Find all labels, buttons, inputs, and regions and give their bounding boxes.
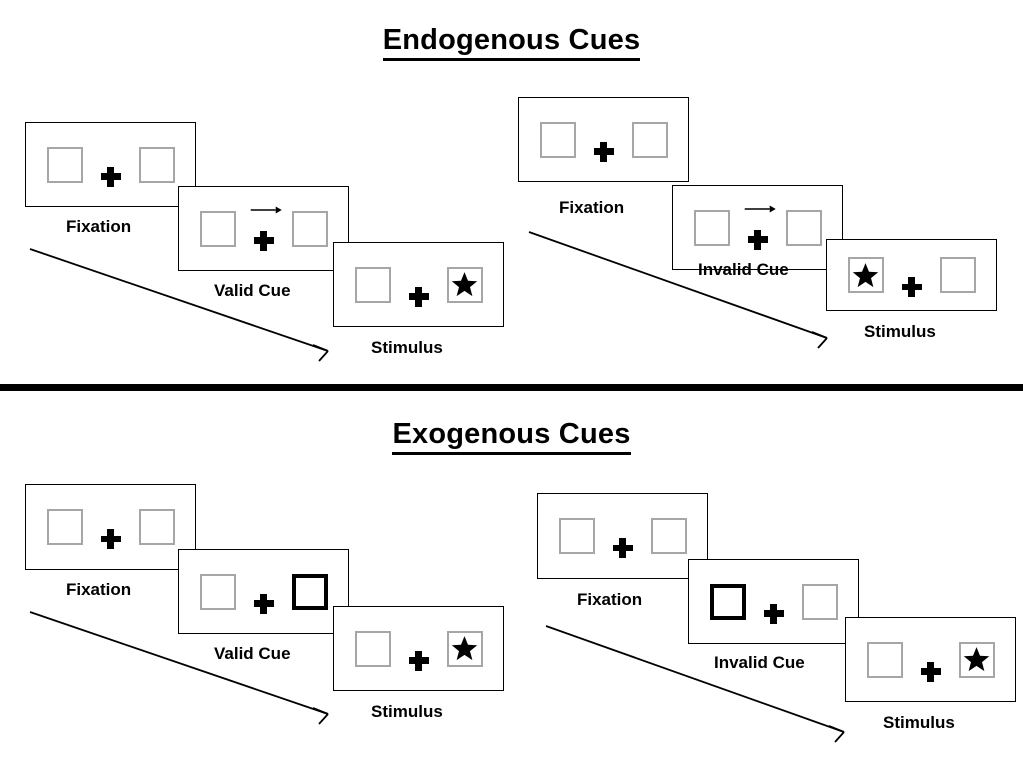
placeholder-square-left [354,266,391,303]
plus-cross-icon [100,166,121,187]
panel-exo-valid-cue[interactable] [178,549,349,634]
black-star-icon [451,636,478,661]
exogenous-title-text: Exogenous Cues [392,418,631,455]
placeholder-square-left [354,630,391,667]
plus-cross-icon [612,538,633,558]
plus-cross-icon [901,277,922,297]
placeholder-square-right [138,509,175,545]
caption-exo-valid-stimulus: Stimulus [371,702,443,721]
exogenous-section-title: Exogenous Cues [0,418,1023,455]
fixation-center [100,143,121,187]
time-arrow-endogenous-invalid [528,231,828,349]
caption-exo-valid-cue: Valid Cue [214,644,291,663]
panel-endo-invalid-cue[interactable] [672,185,843,270]
placeholder-square-left [558,518,595,554]
black-star-icon [963,647,990,672]
placeholder-square-left [46,146,83,183]
target-square-right [958,641,995,678]
caption-endo-valid-cue: Valid Cue [214,281,291,300]
placeholder-square-right [138,146,175,183]
cue-center [250,206,282,251]
fixation-center [253,570,274,614]
right-arrow-icon [744,205,776,212]
time-arrow-exogenous-invalid [545,625,845,743]
placeholder-square-right [801,583,838,620]
placeholder-square-left [199,210,236,247]
section-divider [0,384,1023,391]
fixation-center [408,263,429,307]
panel-exo-invalid-cue[interactable] [688,559,859,644]
plus-cross-icon [763,603,784,624]
panel-exo-valid-fixation[interactable] [25,484,196,570]
placeholder-square-right [650,518,687,554]
caption-endo-valid-stimulus: Stimulus [371,338,443,357]
fixation-center [408,627,429,671]
endogenous-section-title: Endogenous Cues [0,24,1023,61]
black-star-icon [451,272,478,297]
placeholder-square-right [291,210,328,247]
caption-endo-invalid-fixation: Fixation [559,198,625,217]
placeholder-square-left [199,573,236,610]
caption-exo-invalid-stimulus: Stimulus [883,713,955,732]
fixation-center [100,505,121,549]
fixation-center [920,638,941,682]
placeholder-square-right [631,121,668,158]
target-square-right [446,630,483,667]
black-star-icon [852,262,879,287]
panel-exo-valid-stimulus[interactable] [333,606,504,691]
target-square-right [446,266,483,303]
panel-endo-valid-stimulus[interactable] [333,242,504,327]
highlighted-square-right [291,573,328,610]
caption-endo-invalid-cue: Invalid Cue [698,260,789,279]
plus-cross-icon [253,593,274,614]
target-square-left [847,257,884,293]
plus-cross-icon [253,230,274,251]
time-arrow-exogenous-valid [29,611,329,725]
caption-exo-invalid-fixation: Fixation [577,590,643,609]
fixation-center [593,118,614,162]
time-arrow-endogenous-valid [29,248,329,362]
fixation-center [901,253,922,297]
plus-cross-icon [100,529,121,549]
caption-exo-invalid-cue: Invalid Cue [714,653,805,672]
fixation-center [612,514,633,558]
panel-endo-valid-fixation[interactable] [25,122,196,207]
placeholder-square-right [939,257,976,293]
endogenous-title-text: Endogenous Cues [382,24,641,61]
plus-cross-icon [408,650,429,671]
panel-exo-invalid-stimulus[interactable] [845,617,1016,702]
caption-endo-invalid-stimulus: Stimulus [864,322,936,341]
placeholder-square-left [693,209,730,246]
right-arrow-icon [250,206,282,213]
panel-exo-invalid-fixation[interactable] [537,493,708,579]
placeholder-square-left [46,509,83,545]
highlighted-square-left [709,583,746,620]
panel-endo-valid-cue[interactable] [178,186,349,271]
placeholder-square-left [866,641,903,678]
caption-exo-valid-fixation: Fixation [66,580,132,599]
plus-cross-icon [747,229,768,250]
placeholder-square-right [785,209,822,246]
plus-cross-icon [593,141,614,162]
fixation-center [763,580,784,624]
plus-cross-icon [920,661,941,682]
panel-endo-invalid-stimulus[interactable] [826,239,997,311]
caption-endo-valid-fixation: Fixation [66,217,132,236]
cue-center [744,205,776,250]
panel-endo-invalid-fixation[interactable] [518,97,689,182]
plus-cross-icon [408,286,429,307]
placeholder-square-left [539,121,576,158]
